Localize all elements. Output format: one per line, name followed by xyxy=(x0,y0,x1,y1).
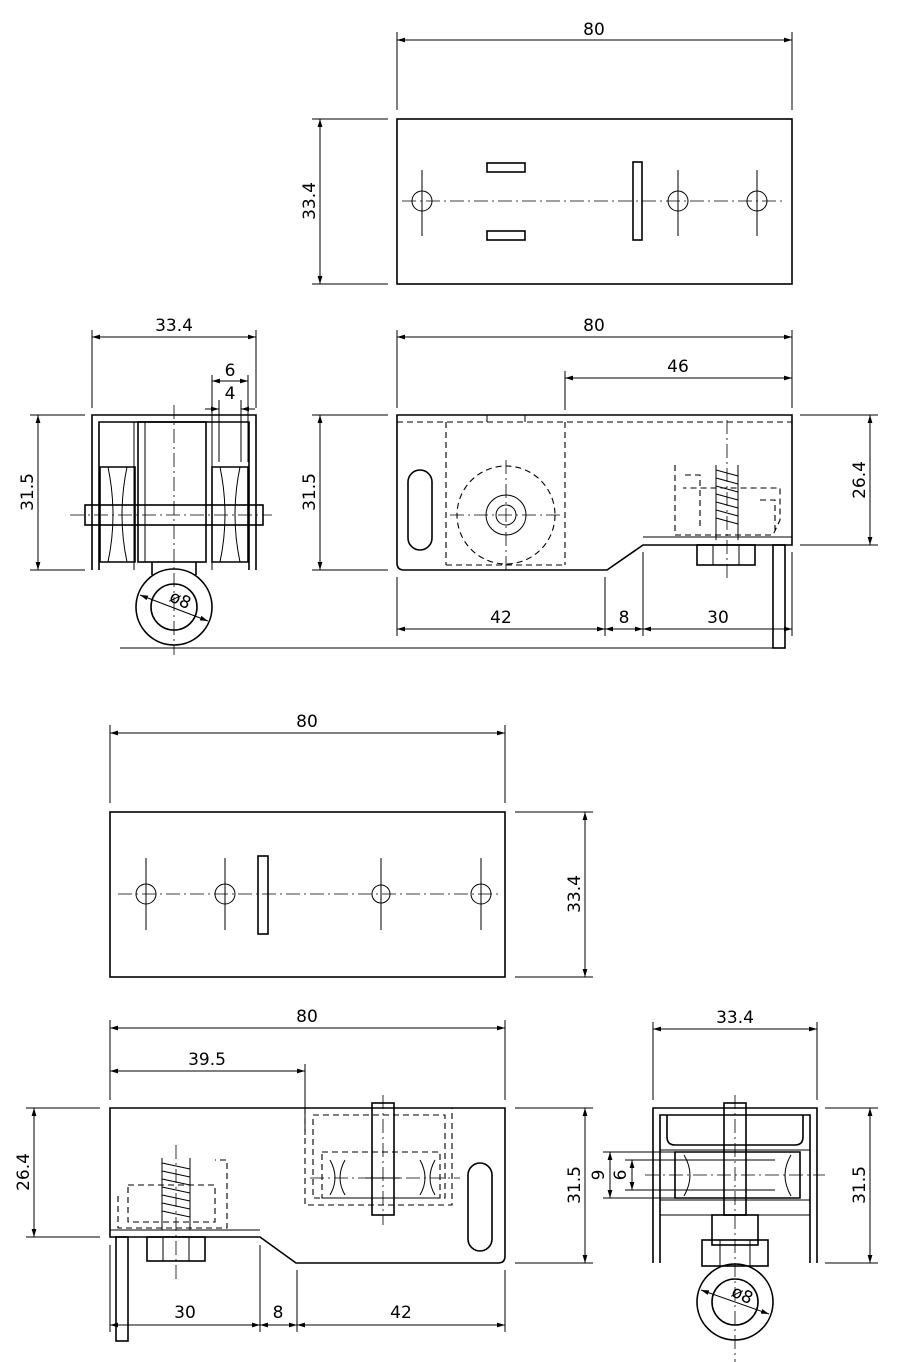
dim-side1-width: 33.4 xyxy=(155,316,193,336)
dim-front1-height-right: 26.4 xyxy=(850,461,870,499)
dim-top2-width: 80 xyxy=(296,712,318,732)
front-view-1: 80 46 31.5 26.4 42 8 30 xyxy=(300,316,878,649)
dim-side2-width: 33.4 xyxy=(716,1008,754,1028)
dim-front2-height-right: 31.5 xyxy=(565,1166,585,1204)
dim-front2-seg-b: 8 xyxy=(273,1303,284,1323)
dim-side1-inner-gap: 4 xyxy=(225,384,236,404)
dim-side2-inner-gap: 6 xyxy=(611,1170,631,1181)
dim-front1-offset: 46 xyxy=(667,357,689,377)
side-view-1: ø8 33.4 6 4 31.5 xyxy=(18,316,780,655)
dim-side2-height: 31.5 xyxy=(850,1166,870,1204)
dim-front1-width: 80 xyxy=(583,316,605,336)
top-plan-view-2: 80 33.4 xyxy=(109,712,593,978)
dim-side1-height: 31.5 xyxy=(18,473,38,511)
top-plan-view-1: 80 33.4 xyxy=(300,20,793,285)
dim-front1-seg-b: 8 xyxy=(619,608,630,628)
dim-top1-width: 80 xyxy=(583,20,605,40)
dim-front2-seg-c: 42 xyxy=(390,1303,412,1323)
dim-front2-offset: 39.5 xyxy=(188,1050,226,1070)
front-view-2: 80 39.5 26.4 31.5 30 8 42 xyxy=(14,1007,593,1342)
dim-front1-seg-c: 30 xyxy=(707,608,729,628)
dim-side2-outer-gap: 9 xyxy=(589,1170,609,1181)
dim-side1-outer-gap: 6 xyxy=(225,361,236,381)
dim-front1-height-left: 31.5 xyxy=(300,473,320,511)
dim-front2-height-left: 26.4 xyxy=(14,1153,34,1191)
side-view-2: ø8 33.4 31.5 9 6 xyxy=(589,1008,878,1362)
dim-front1-seg-a: 42 xyxy=(490,608,512,628)
dim-front2-seg-a: 30 xyxy=(174,1303,196,1323)
dim-front2-width: 80 xyxy=(296,1007,318,1027)
dim-top1-height: 33.4 xyxy=(300,182,320,220)
dim-top2-height: 33.4 xyxy=(565,875,585,913)
